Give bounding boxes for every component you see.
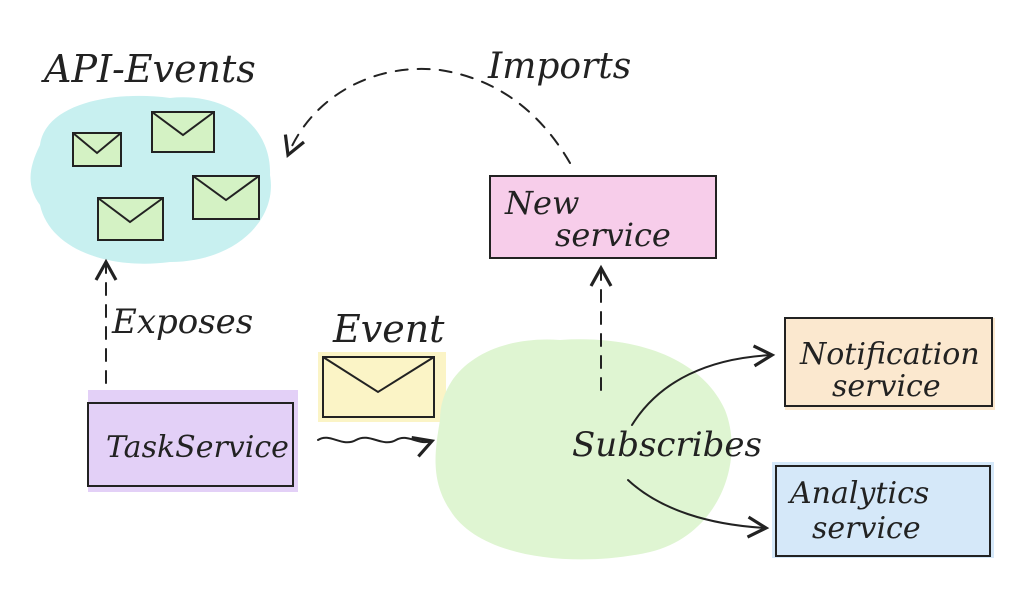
notification-service-line1: Notification bbox=[799, 337, 980, 372]
notification-service-line2: service bbox=[832, 369, 941, 404]
exposes-label: Exposes bbox=[111, 302, 253, 342]
imports-arrow bbox=[283, 68, 571, 164]
notification-subscribe-arrow bbox=[631, 344, 776, 426]
new-service-box: New service bbox=[489, 175, 717, 259]
envelope-icon bbox=[151, 111, 215, 153]
envelope-icon bbox=[192, 175, 260, 220]
event-label: Event bbox=[332, 307, 445, 351]
envelope-icon bbox=[72, 132, 122, 167]
task-service-box: TaskService bbox=[87, 390, 298, 492]
task-service-label: TaskService bbox=[106, 430, 289, 465]
envelope-icon bbox=[97, 197, 164, 241]
imports-label: Imports bbox=[487, 46, 631, 87]
analytics-service-line2: service bbox=[812, 511, 921, 546]
api-events-title: API-Events bbox=[41, 47, 256, 91]
notification-service-box: Notification service bbox=[784, 317, 995, 410]
analytics-subscribe-arrow bbox=[627, 479, 770, 539]
publish-arrow bbox=[317, 436, 436, 458]
analytics-service-line1: Analytics bbox=[787, 476, 929, 511]
new-service-line1: New bbox=[504, 184, 579, 222]
new-service-line2: service bbox=[555, 216, 671, 254]
envelope-icon bbox=[318, 352, 446, 422]
subscribes-label: Subscribes bbox=[572, 425, 762, 465]
analytics-service-box: Analytics service bbox=[772, 462, 994, 558]
